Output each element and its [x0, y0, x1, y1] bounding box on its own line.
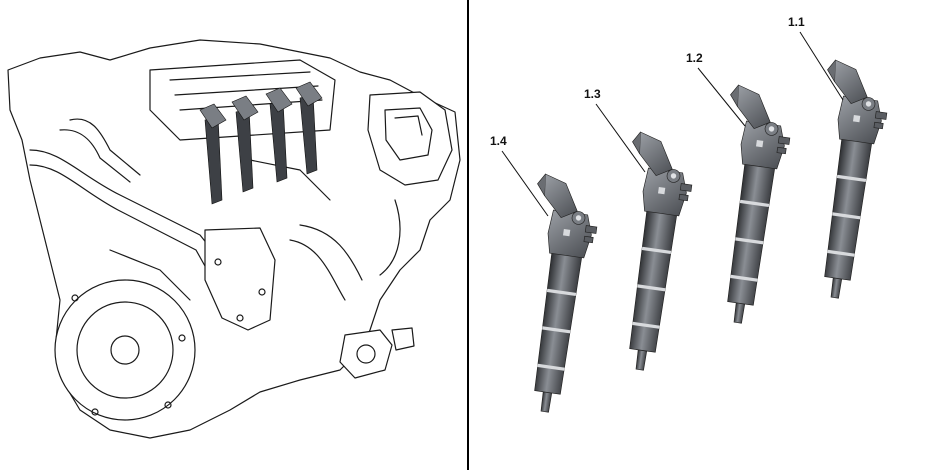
injector-body [600, 130, 699, 374]
callout-label: 1.1 [788, 15, 805, 29]
flywheel-outline [54, 279, 196, 421]
injector-body [505, 172, 604, 416]
injector-1-3: 1.3 [584, 87, 699, 374]
callout-label: 1.4 [490, 134, 507, 148]
leader-line [595, 103, 646, 173]
engine-injector-2 [231, 95, 259, 193]
engine-injector-4 [295, 81, 323, 175]
injector-1-4: 1.4 [490, 134, 604, 416]
injector-1-2: 1.2 [686, 51, 797, 327]
callout-label: 1.3 [584, 87, 601, 101]
injector-body [698, 83, 797, 327]
engine-injector-1 [199, 103, 227, 205]
engine-injector-3 [265, 87, 293, 183]
leader-line [697, 67, 746, 127]
engine-drawing [7, 39, 461, 439]
leader-line [799, 31, 844, 101]
callout-label: 1.2 [686, 51, 703, 65]
injector-1-1: 1.1 [788, 15, 894, 302]
injector-body [795, 58, 894, 302]
leader-line [501, 150, 549, 217]
injector-set: 1.1 1.2 1.3 1.4 [490, 15, 894, 416]
